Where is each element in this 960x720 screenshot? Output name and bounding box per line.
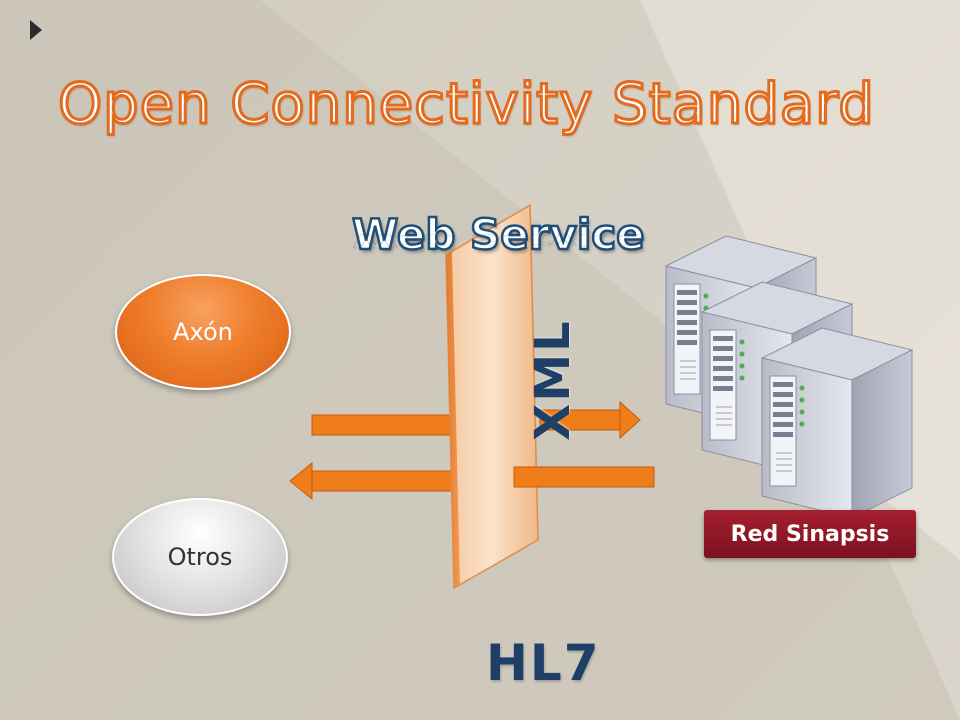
web-service-reflection: Web Service bbox=[352, 229, 645, 253]
hl7-label: HL7 bbox=[486, 634, 601, 692]
server-tower-icon bbox=[761, 327, 913, 518]
axon-node: Axón bbox=[115, 274, 291, 390]
slide-title: Open Connectivity Standard bbox=[57, 71, 876, 139]
red-sinapsis-label: Red Sinapsis bbox=[730, 521, 890, 547]
xml-label: XML bbox=[525, 319, 581, 441]
server-cluster bbox=[665, 235, 913, 518]
web-service-label: Web Service bbox=[351, 209, 646, 261]
red-sinapsis-badge: Red Sinapsis bbox=[704, 510, 916, 558]
axon-label: Axón bbox=[173, 318, 233, 346]
otros-node: Otros bbox=[112, 498, 288, 616]
bullet-arrow-icon bbox=[30, 20, 42, 40]
otros-label: Otros bbox=[167, 543, 233, 571]
